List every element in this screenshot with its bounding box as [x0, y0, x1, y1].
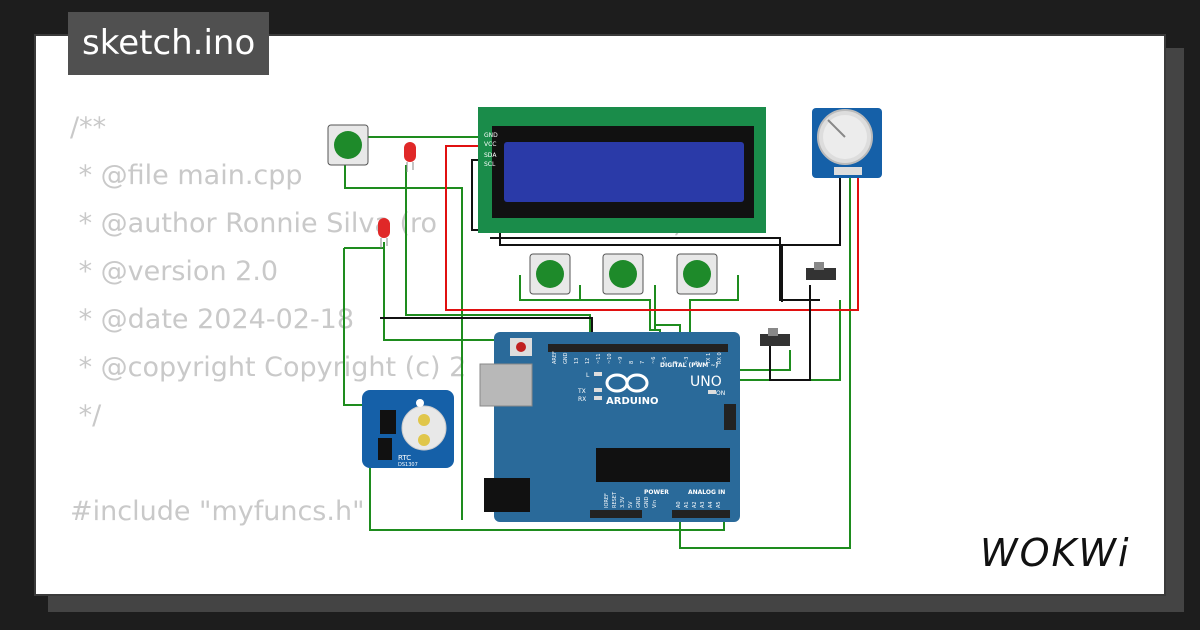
analog-pin-label: A4	[708, 501, 714, 508]
red-led-1[interactable]	[404, 142, 416, 172]
digital-pin-label: 7	[640, 361, 646, 364]
digital-header	[548, 344, 728, 352]
digital-pin-label: 4	[673, 361, 679, 364]
power-pin-label: Vin	[652, 500, 658, 508]
code-line: */	[70, 400, 102, 431]
rtc-chip-label: DS1307	[398, 462, 418, 468]
file-tab-title[interactable]: sketch.ino	[68, 12, 270, 75]
lcd-pin-sda: SDA	[484, 152, 497, 159]
lcd-pin-scl: SCL	[484, 161, 496, 168]
l-led-label: L	[586, 372, 590, 379]
digital-pin-label: TX 1	[706, 353, 712, 365]
code-line: * @version 2.0	[70, 256, 279, 287]
wires	[343, 136, 859, 549]
digital-pin-label: 8	[629, 361, 635, 364]
wokwi-logo-text: WOKWi	[980, 531, 1131, 575]
analog-pin-label: A2	[692, 501, 698, 508]
code-line: // Verifica do lado de campo da Luz aind…	[70, 584, 748, 594]
on-led-label: ON	[716, 390, 725, 397]
power-header	[590, 510, 642, 518]
potentiometer[interactable]	[812, 108, 882, 178]
power-pin-label: IOREF	[604, 493, 610, 508]
slide-switch-2[interactable]	[760, 328, 790, 346]
usb-port	[479, 363, 533, 407]
power-pin-label: RESET	[612, 491, 618, 508]
rtc-module[interactable]: RTC DS1307	[362, 390, 454, 468]
lcd-screen	[504, 142, 744, 202]
digital-pin-label: ~10	[607, 353, 613, 364]
lcd-pin-vcc: VCC	[484, 141, 496, 148]
digital-pin-label: 2	[695, 361, 701, 364]
lcd-display[interactable]: GND VCC SDA SCL	[478, 107, 766, 233]
arduino-model: UNO	[690, 374, 722, 390]
reset-button	[516, 342, 526, 352]
digital-pin-label: ~3	[684, 357, 690, 364]
analog-label: ANALOG IN	[688, 489, 725, 496]
rx-led-label: RX	[578, 396, 586, 403]
digital-pin-label: ~6	[651, 357, 657, 364]
code-line: * @copyright Copyright (c) 2	[70, 352, 467, 383]
digital-pin-label: ~9	[618, 357, 624, 364]
push-button-1[interactable]	[529, 253, 571, 295]
code-line: #include "myfuncs.h"	[70, 496, 365, 527]
arduino-logo-icon	[605, 373, 649, 393]
analog-pin-label: A5	[716, 501, 722, 508]
analog-pin-label: A3	[700, 501, 706, 508]
lcd-pin-gnd: GND	[484, 132, 498, 139]
digital-pin-label: GND	[563, 352, 569, 364]
push-button-3[interactable]	[676, 253, 718, 295]
analog-pin-label: A0	[676, 501, 682, 508]
code-line: * @file main.cpp	[70, 160, 303, 191]
lcd-pin-labels: GND VCC SDA SCL	[484, 132, 498, 168]
digital-pin-label: ~5	[662, 357, 668, 364]
analog-pin-label: A1	[684, 501, 690, 508]
push-button-top-left[interactable]	[327, 124, 369, 166]
digital-pin-label: 12	[585, 358, 591, 364]
code-line: /**	[70, 112, 107, 143]
arduino-brand: ARDUINO	[606, 396, 658, 407]
power-jack	[484, 478, 530, 512]
power-pin-label: 3.3V	[620, 496, 626, 508]
wokwi-logo: WOKWi	[980, 531, 1131, 575]
rtc-label: RTC	[398, 454, 411, 462]
digital-pin-label: ~11	[596, 353, 602, 364]
code-line: * @date 2024-02-18	[70, 304, 355, 335]
digital-pin-label: AREF	[552, 351, 558, 364]
digital-pin-label: 13	[574, 358, 580, 364]
code-background: /** * @file main.cpp * @author Ronnie Si…	[70, 104, 748, 594]
power-pin-label: 5V	[628, 501, 634, 508]
digital-header-label: DIGITAL (PWM ~)	[660, 362, 718, 369]
microcontroller-chip	[596, 448, 730, 482]
analog-header	[672, 510, 730, 518]
push-button-2[interactable]	[602, 253, 644, 295]
digital-pin-label: RX 0	[717, 352, 723, 364]
status-leds	[594, 372, 716, 400]
arduino-uno-board[interactable]: ARDUINO UNO DIGITAL (PWM ~) POWER ANALOG…	[479, 332, 740, 522]
tx-led-label: TX	[577, 388, 586, 395]
slide-switch-1[interactable]	[806, 262, 836, 280]
power-pin-label: GND	[644, 496, 650, 508]
red-led-2[interactable]	[378, 218, 390, 248]
power-pin-label: GND	[636, 496, 642, 508]
power-label: POWER	[644, 489, 669, 496]
